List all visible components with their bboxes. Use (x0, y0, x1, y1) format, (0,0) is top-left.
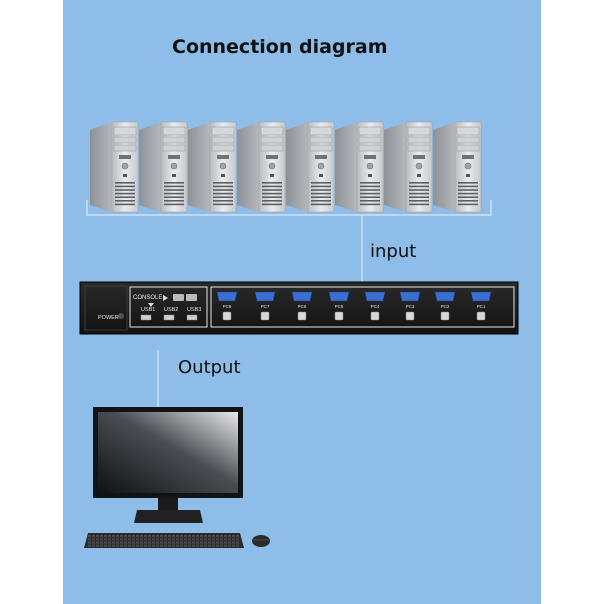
usb-b-port-icon (476, 311, 486, 321)
vga-port-icon (216, 291, 238, 302)
console-port-icon (186, 294, 197, 301)
keyboard (84, 533, 244, 548)
arrow-down-icon (148, 303, 154, 307)
pc-port-label: PC4 (371, 304, 380, 309)
vga-port-icon (254, 291, 276, 302)
usb-b-port-icon (297, 311, 307, 321)
pc-port-pair (364, 291, 386, 321)
usb-b-port-icon (260, 311, 270, 321)
mouse (252, 535, 270, 547)
pc-port-label: PC1 (477, 304, 486, 309)
computer-tower (139, 121, 188, 213)
pc-port-pairs (216, 291, 492, 321)
pc-port-pair (399, 291, 421, 321)
vga-port-icon (364, 291, 386, 302)
computer-tower (433, 121, 482, 213)
computer-tower (237, 121, 286, 213)
output-label: Output (178, 357, 241, 378)
usb-b-port-icon (334, 311, 344, 321)
computer-tower (286, 121, 335, 213)
computer-tower (335, 121, 384, 213)
diagram-title: Connection diagram (172, 36, 388, 58)
monitor-base (134, 510, 203, 523)
console-port-icon (173, 294, 184, 301)
pc-port-pair (291, 291, 313, 321)
kvm-switch: POWER CONSOLE USB1 USB2 USB3 PC8 PC7 PC6… (79, 281, 519, 335)
pc-port-label: PC3 (406, 304, 415, 309)
pc-port-pair (434, 291, 456, 321)
usb-b-port-icon (370, 311, 380, 321)
usb-b-port-icon (222, 311, 232, 321)
input-label: input (370, 241, 417, 262)
console-section (129, 286, 208, 328)
usb-label-1: USB1 (141, 307, 155, 313)
pc-port-label: PC2 (441, 304, 450, 309)
vga-port-icon (434, 291, 456, 302)
vga-port-icon (291, 291, 313, 302)
computer-tower (384, 121, 433, 213)
pc-port-pair (216, 291, 238, 321)
usb-label-3: USB3 (187, 307, 201, 313)
vga-port-icon (470, 291, 492, 302)
power-port-icon (118, 313, 124, 319)
pc-ports-section (210, 286, 515, 328)
computer-towers (90, 121, 482, 213)
console-label: CONSOLE (133, 295, 162, 301)
usb-ports (140, 314, 198, 321)
usb-port-icon (140, 314, 152, 321)
usb-port-icon (163, 314, 175, 321)
usb-label-2: USB2 (164, 307, 178, 313)
usb-b-port-icon (440, 311, 450, 321)
input-bracket (86, 200, 492, 289)
kvm-chassis (79, 281, 519, 335)
pc-port-label: PC6 (298, 304, 307, 309)
monitor (93, 407, 243, 523)
pc-port-pair (470, 291, 492, 321)
pc-port-label: PC5 (335, 304, 344, 309)
monitor-screen (98, 412, 238, 493)
pc-port-label: PC7 (261, 304, 270, 309)
usb-b-port-icon (405, 311, 415, 321)
usb-port-icon (186, 314, 198, 321)
monitor-neck (158, 498, 178, 510)
pc-port-pair (328, 291, 350, 321)
vga-port-icon (328, 291, 350, 302)
vga-port-icon (399, 291, 421, 302)
arrow-right-icon (163, 295, 168, 301)
pc-port-pair (254, 291, 276, 321)
computer-tower (188, 121, 237, 213)
mouse-body (252, 535, 270, 547)
power-label: POWER (98, 315, 119, 321)
computer-tower (90, 121, 139, 213)
pc-port-label: PC8 (223, 304, 232, 309)
